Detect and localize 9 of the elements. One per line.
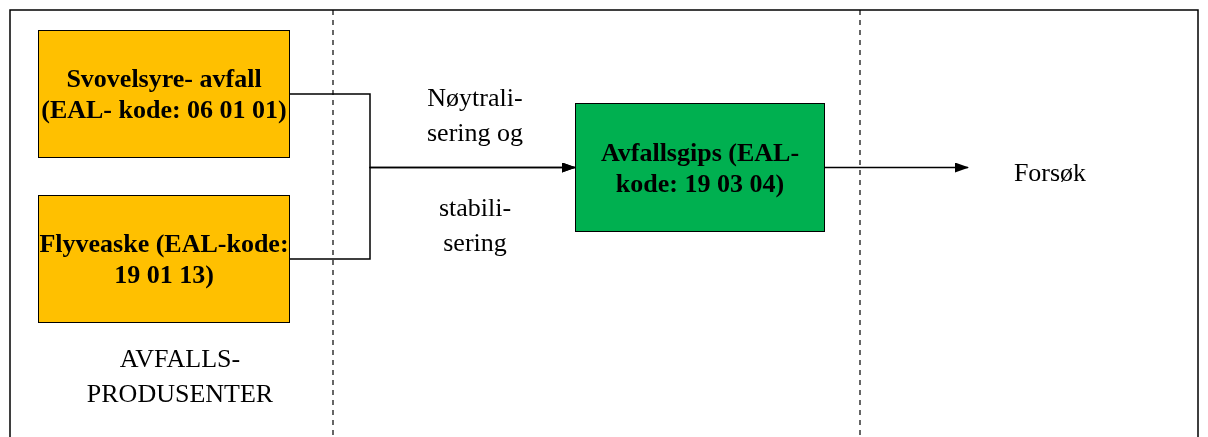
column-heading: AVFALLS- PRODUSENTER	[85, 343, 275, 410]
destination-text: Forsøk	[1013, 156, 1087, 188]
process-label: Nøytrali- sering og	[425, 82, 524, 149]
arrow	[289, 162, 576, 260]
process-label: stabili- sering	[437, 192, 513, 259]
waste-box: Svovelsyre- avfall (EAL- kode: 06 01 01)	[38, 30, 290, 158]
waste-box: Flyveaske (EAL-kode: 19 01 13)	[38, 195, 290, 323]
product-box: Avfallsgips (EAL-kode: 19 03 04)	[575, 103, 825, 232]
arrow	[824, 162, 969, 173]
